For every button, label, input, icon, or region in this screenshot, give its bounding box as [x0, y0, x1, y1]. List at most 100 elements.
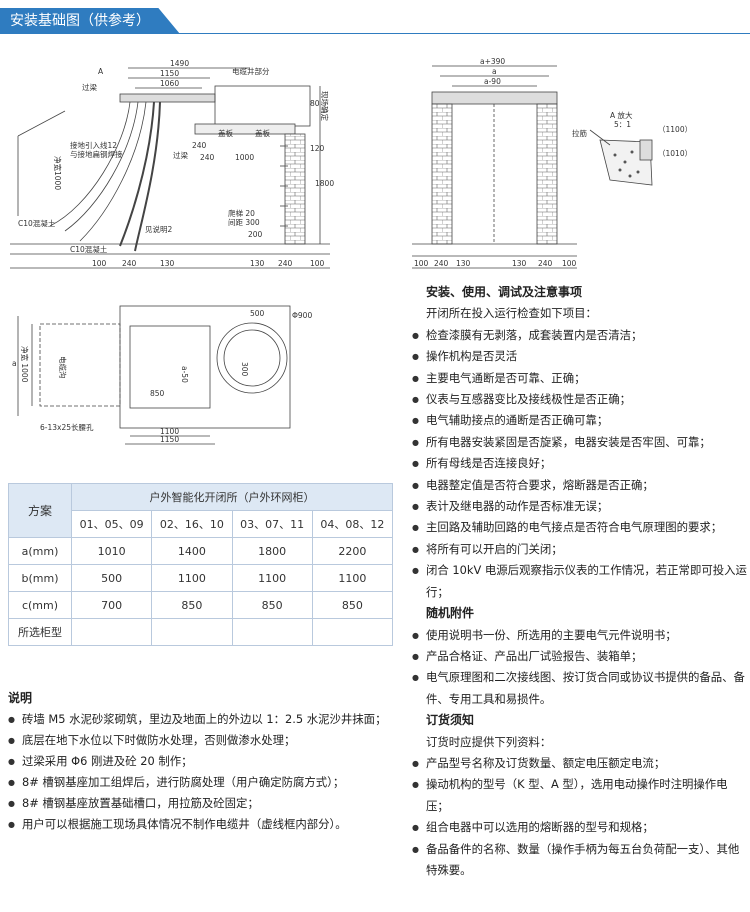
- section-title-order: 订货须知: [426, 713, 475, 728]
- notes-title: 说明: [8, 691, 33, 705]
- table-cell: 1100: [231, 564, 313, 592]
- dim-a90: a-90: [484, 77, 501, 86]
- label-c10a: C10混凝土: [18, 218, 56, 228]
- label-guoliang1: 过梁: [82, 82, 97, 92]
- detail-a-drawing: A 放大 5：1 （1100） （1010） 拉筋: [570, 110, 700, 200]
- dim-p300: 300: [240, 362, 249, 377]
- dim-a390: a+390: [480, 57, 505, 66]
- list-item: 主要电气通断是否可靠、正确；: [412, 368, 747, 390]
- label-detail-a: A 放大: [610, 110, 633, 120]
- list-item: 所有母线是否连接良好；: [412, 453, 747, 475]
- dim-detail-1010: （1010）: [658, 149, 692, 158]
- elevation-drawing: a+390 a a-90 100 240 130 130 240 100: [412, 56, 582, 274]
- dim-240c: 240: [122, 259, 137, 268]
- list-item: 底层在地下水位以下时做防水处理，否则做渗水处理；: [8, 730, 393, 751]
- dim-r240b: 240: [538, 259, 553, 268]
- table-row: b(mm) 500 1100 1100 1100: [8, 564, 394, 592]
- dim-r130a: 130: [456, 259, 471, 268]
- dim-1060: 1060: [160, 79, 179, 88]
- dim-r130b: 130: [512, 259, 527, 268]
- list-item: 将所有可以开启的门关闭；: [412, 539, 747, 561]
- table-col-header: 04、08、12: [311, 510, 394, 538]
- list-item: 主回路及辅助回路的电气接点是否符合电气原理图的要求；: [412, 517, 747, 539]
- dim-detail-1100: （1100）: [658, 125, 692, 134]
- list-item: 砖墙 M5 水泥砂浆砌筑，里边及地面上的外边以 1：2.5 水泥沙井抹面；: [8, 709, 393, 730]
- dim-200: 200: [248, 230, 263, 239]
- table-row: c(mm) 700 850 850 850: [8, 591, 394, 619]
- label-jingkuan: 净宽1000: [53, 156, 63, 190]
- label-cable-well: 电缆井部分: [232, 66, 270, 76]
- header-divider: [0, 33, 750, 34]
- table-cell: [70, 618, 153, 646]
- label-lajin: 拉筋: [572, 128, 587, 138]
- table-cell: 700: [70, 591, 153, 619]
- dim-p900: Φ900: [292, 311, 312, 320]
- label-detail-scale: 5：1: [614, 120, 631, 129]
- label-cover1: 盖板: [218, 128, 233, 138]
- dim-1150: 1150: [160, 69, 179, 78]
- label-pjk: 净宽 1000: [20, 346, 30, 383]
- table-cell: 2200: [311, 537, 394, 565]
- label-cover2: 盖板: [255, 128, 270, 138]
- list-item: 电器整定值是否符合要求，熔断器是否正确；: [412, 475, 747, 497]
- table-cell: 1100: [311, 564, 394, 592]
- row-label: b(mm): [8, 564, 72, 592]
- elevation-drawing-svg: a+390 a a-90 100 240 130 130 240 100: [412, 57, 577, 269]
- label-a: A: [98, 67, 104, 76]
- plan-drawing-svg: 500 Φ900 a 净宽 1000 电缆沟 a-50 300 850 6-13…: [12, 305, 312, 445]
- table-cell: 850: [311, 591, 394, 619]
- dim-p1100: 1100: [160, 427, 179, 436]
- dim-pa50: a-50: [180, 366, 189, 383]
- section-intro: 订货时应提供下列资料：: [426, 734, 552, 749]
- label-guoliang2: 过梁: [173, 150, 188, 160]
- label-c10b: C10混凝土: [70, 244, 108, 254]
- list-item: 过梁采用 Φ6 刚进及砼 20 制作；: [8, 751, 393, 772]
- dim-1800: 1800: [315, 179, 334, 188]
- dim-130a: 130: [160, 259, 175, 268]
- table-cell: 850: [151, 591, 233, 619]
- table-col-header: 03、07、11: [231, 510, 313, 538]
- list-item: 备品备件的名称、数量（操作手柄为每五台负荷配一支）、其他特殊要。: [412, 839, 747, 882]
- table-cell: [231, 618, 313, 646]
- table-scheme-header: 方案: [8, 483, 72, 538]
- dim-240b: 240: [200, 153, 215, 162]
- list-item: 8# 槽钢基座放置基础槽口，用拉筋及砼固定；: [8, 793, 393, 814]
- list-item: 所有电器安装紧固是否旋紧，电器安装是否牢固、可靠；: [412, 432, 747, 454]
- label-ladder2: 间距 300: [228, 218, 260, 227]
- table-cell: 500: [70, 564, 153, 592]
- row-label: 所选柜型: [8, 618, 72, 646]
- dim-pa: a: [12, 359, 17, 368]
- list-item: 产品型号名称及订货数量、额定电压额定电流；: [412, 753, 747, 775]
- list-item: 仪表与互感器变比及接线极性是否正确；: [412, 389, 747, 411]
- list-item: 组合电器中可以选用的熔断器的型号和规格；: [412, 817, 747, 839]
- label-see-note2: 见说明2: [145, 224, 172, 234]
- table-group-title: 户外智能化开闭所（户外环网柜）: [71, 483, 393, 511]
- table-col-header: 01、05、09: [70, 510, 153, 538]
- label-pcable: 电缆沟: [58, 356, 68, 379]
- dim-r100a: 100: [414, 259, 429, 268]
- page-header: 安装基础图（供参考）: [0, 0, 750, 34]
- row-label: c(mm): [8, 591, 72, 619]
- label-pbolt: 6-13x25长腰孔: [40, 422, 94, 432]
- section-intro: 开闭所在投入运行检查如下项目：: [426, 306, 597, 321]
- dim-100b: 100: [310, 259, 325, 268]
- notes-left: 说明 砖墙 M5 水泥砂浆砌筑，里边及地面上的外边以 1：2.5 水泥沙井抹面；…: [8, 688, 393, 835]
- list-item: 表计及继电器的动作是否标准无误；: [412, 496, 747, 518]
- table-cell: 1400: [151, 537, 233, 565]
- dim-80: 80: [310, 99, 320, 108]
- section-title-install: 安装、使用、调试及注意事项: [426, 285, 583, 299]
- table-cell: 1100: [151, 564, 233, 592]
- section-drawing-svg: 1490 1150 1060 A 过梁 电缆井部分 现场确定 80 240 12…: [10, 59, 334, 269]
- dim-p500: 500: [250, 309, 265, 318]
- table-col-header: 02、16、10: [151, 510, 233, 538]
- spec-table: 方案 户外智能化开闭所（户外环网柜） 01、05、09 02、16、10 03、…: [8, 483, 394, 646]
- table-cell: 1800: [231, 537, 313, 565]
- table-cell: [151, 618, 233, 646]
- page-title: 安装基础图（供参考）: [0, 8, 180, 34]
- label-site-note: 现场确定: [320, 91, 330, 121]
- label-ground-note2: 与接地扁钢焊接: [70, 149, 123, 159]
- dim-130b: 130: [250, 259, 265, 268]
- list-item: 电气原理图和二次接线图、按订货合同或协议书提供的备品、备件、专用工具和易损件。: [412, 667, 747, 710]
- list-item: 使用说明书一份、所选用的主要电气元件说明书；: [412, 625, 747, 647]
- notes-right: 安装、使用、调试及注意事项 开闭所在投入运行检查如下项目： 检查漆膜有无剥落，成…: [412, 282, 747, 881]
